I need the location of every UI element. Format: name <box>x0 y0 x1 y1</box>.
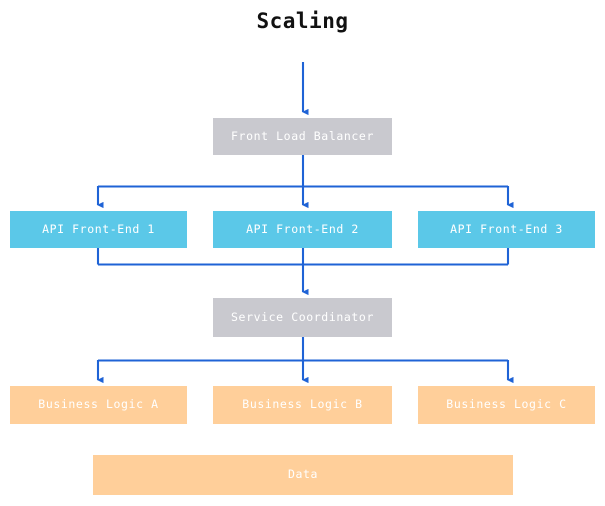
node-label: Business Logic B <box>242 397 363 412</box>
node-service-coordinator[interactable]: Service Coordinator <box>213 298 392 337</box>
node-label: API Front-End 1 <box>42 221 155 236</box>
node-data[interactable]: Data <box>93 455 513 495</box>
node-label: Service Coordinator <box>231 309 374 324</box>
node-label: API Front-End 2 <box>246 221 359 236</box>
node-label: Front Load Balancer <box>231 128 374 143</box>
node-front-load-balancer[interactable]: Front Load Balancer <box>213 118 392 155</box>
node-label: API Front-End 3 <box>450 221 563 236</box>
node-api-front-end-3[interactable]: API Front-End 3 <box>418 211 595 248</box>
node-label: Business Logic A <box>38 397 159 412</box>
node-business-logic-b[interactable]: Business Logic B <box>213 386 392 424</box>
node-label: Data <box>287 467 319 482</box>
page-title: Scaling <box>256 9 349 33</box>
node-label: Business Logic C <box>446 397 567 412</box>
node-business-logic-a[interactable]: Business Logic A <box>10 386 187 424</box>
node-api-front-end-1[interactable]: API Front-End 1 <box>10 211 187 248</box>
node-api-front-end-2[interactable]: API Front-End 2 <box>213 211 392 248</box>
node-business-logic-c[interactable]: Business Logic C <box>418 386 595 424</box>
